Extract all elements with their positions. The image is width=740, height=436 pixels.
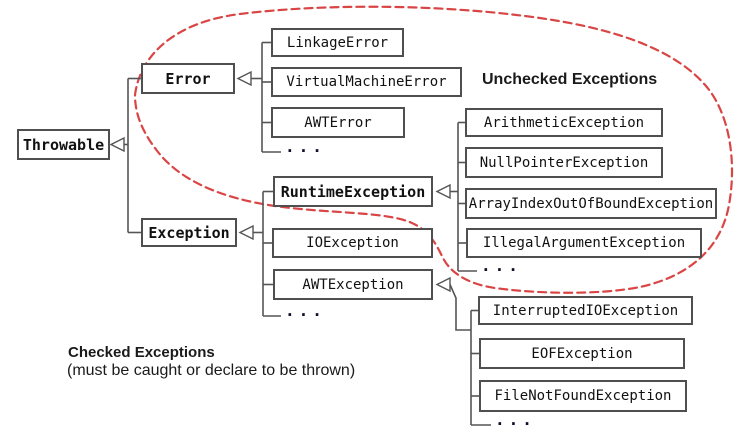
more-exception-children: ... <box>285 301 326 320</box>
node-throwable: Throwable <box>17 129 110 160</box>
more-runtime-exception-children: ... <box>481 256 522 275</box>
connector-runtime-exception-children <box>435 121 477 272</box>
node-awt-error: AWTError <box>271 107 405 138</box>
node-error: Error <box>141 63 235 94</box>
node-io-exception: IOException <box>272 228 433 258</box>
inheritance-arrow-throwable <box>109 136 125 153</box>
inheritance-arrow-exception <box>238 224 254 241</box>
inheritance-arrow-awt-exception <box>435 276 451 293</box>
connector-throwable-children <box>109 77 141 234</box>
node-runtime-exception: RuntimeException <box>273 176 433 207</box>
connector-exception-children <box>238 190 281 317</box>
node-linkage-error: LinkageError <box>271 28 404 57</box>
node-array-index-out-of-bound-exception: ArrayIndexOutOfBoundException <box>465 188 717 219</box>
node-interrupted-io-exception: InterruptedIOException <box>478 296 693 325</box>
node-virtual-machine-error: VirtualMachineError <box>271 67 462 97</box>
connector-awt-exception-children <box>435 276 491 426</box>
node-null-pointer-exception: NullPointerException <box>465 147 663 178</box>
unchecked-exceptions-label: Unchecked Exceptions <box>482 71 658 88</box>
node-exception: Exception <box>141 218 237 247</box>
node-awt-exception: AWTException <box>273 269 433 300</box>
more-awt-exception-children: ... <box>495 410 536 429</box>
node-illegal-argument-exception: IllegalArgumentException <box>466 228 702 258</box>
node-arithmetic-exception: ArithmeticException <box>465 108 663 137</box>
inheritance-arrow-runtime-exception <box>435 183 451 200</box>
checked-exceptions-note: (must be caught or declare to be thrown) <box>67 362 356 379</box>
more-error-children: ... <box>285 137 326 156</box>
inheritance-arrow-error <box>236 70 252 87</box>
node-eof-exception: EOFException <box>479 338 685 369</box>
connector-error-children <box>236 41 281 153</box>
node-file-not-found-exception: FileNotFoundException <box>479 380 687 412</box>
checked-exceptions-label: Checked Exceptions <box>68 344 215 361</box>
